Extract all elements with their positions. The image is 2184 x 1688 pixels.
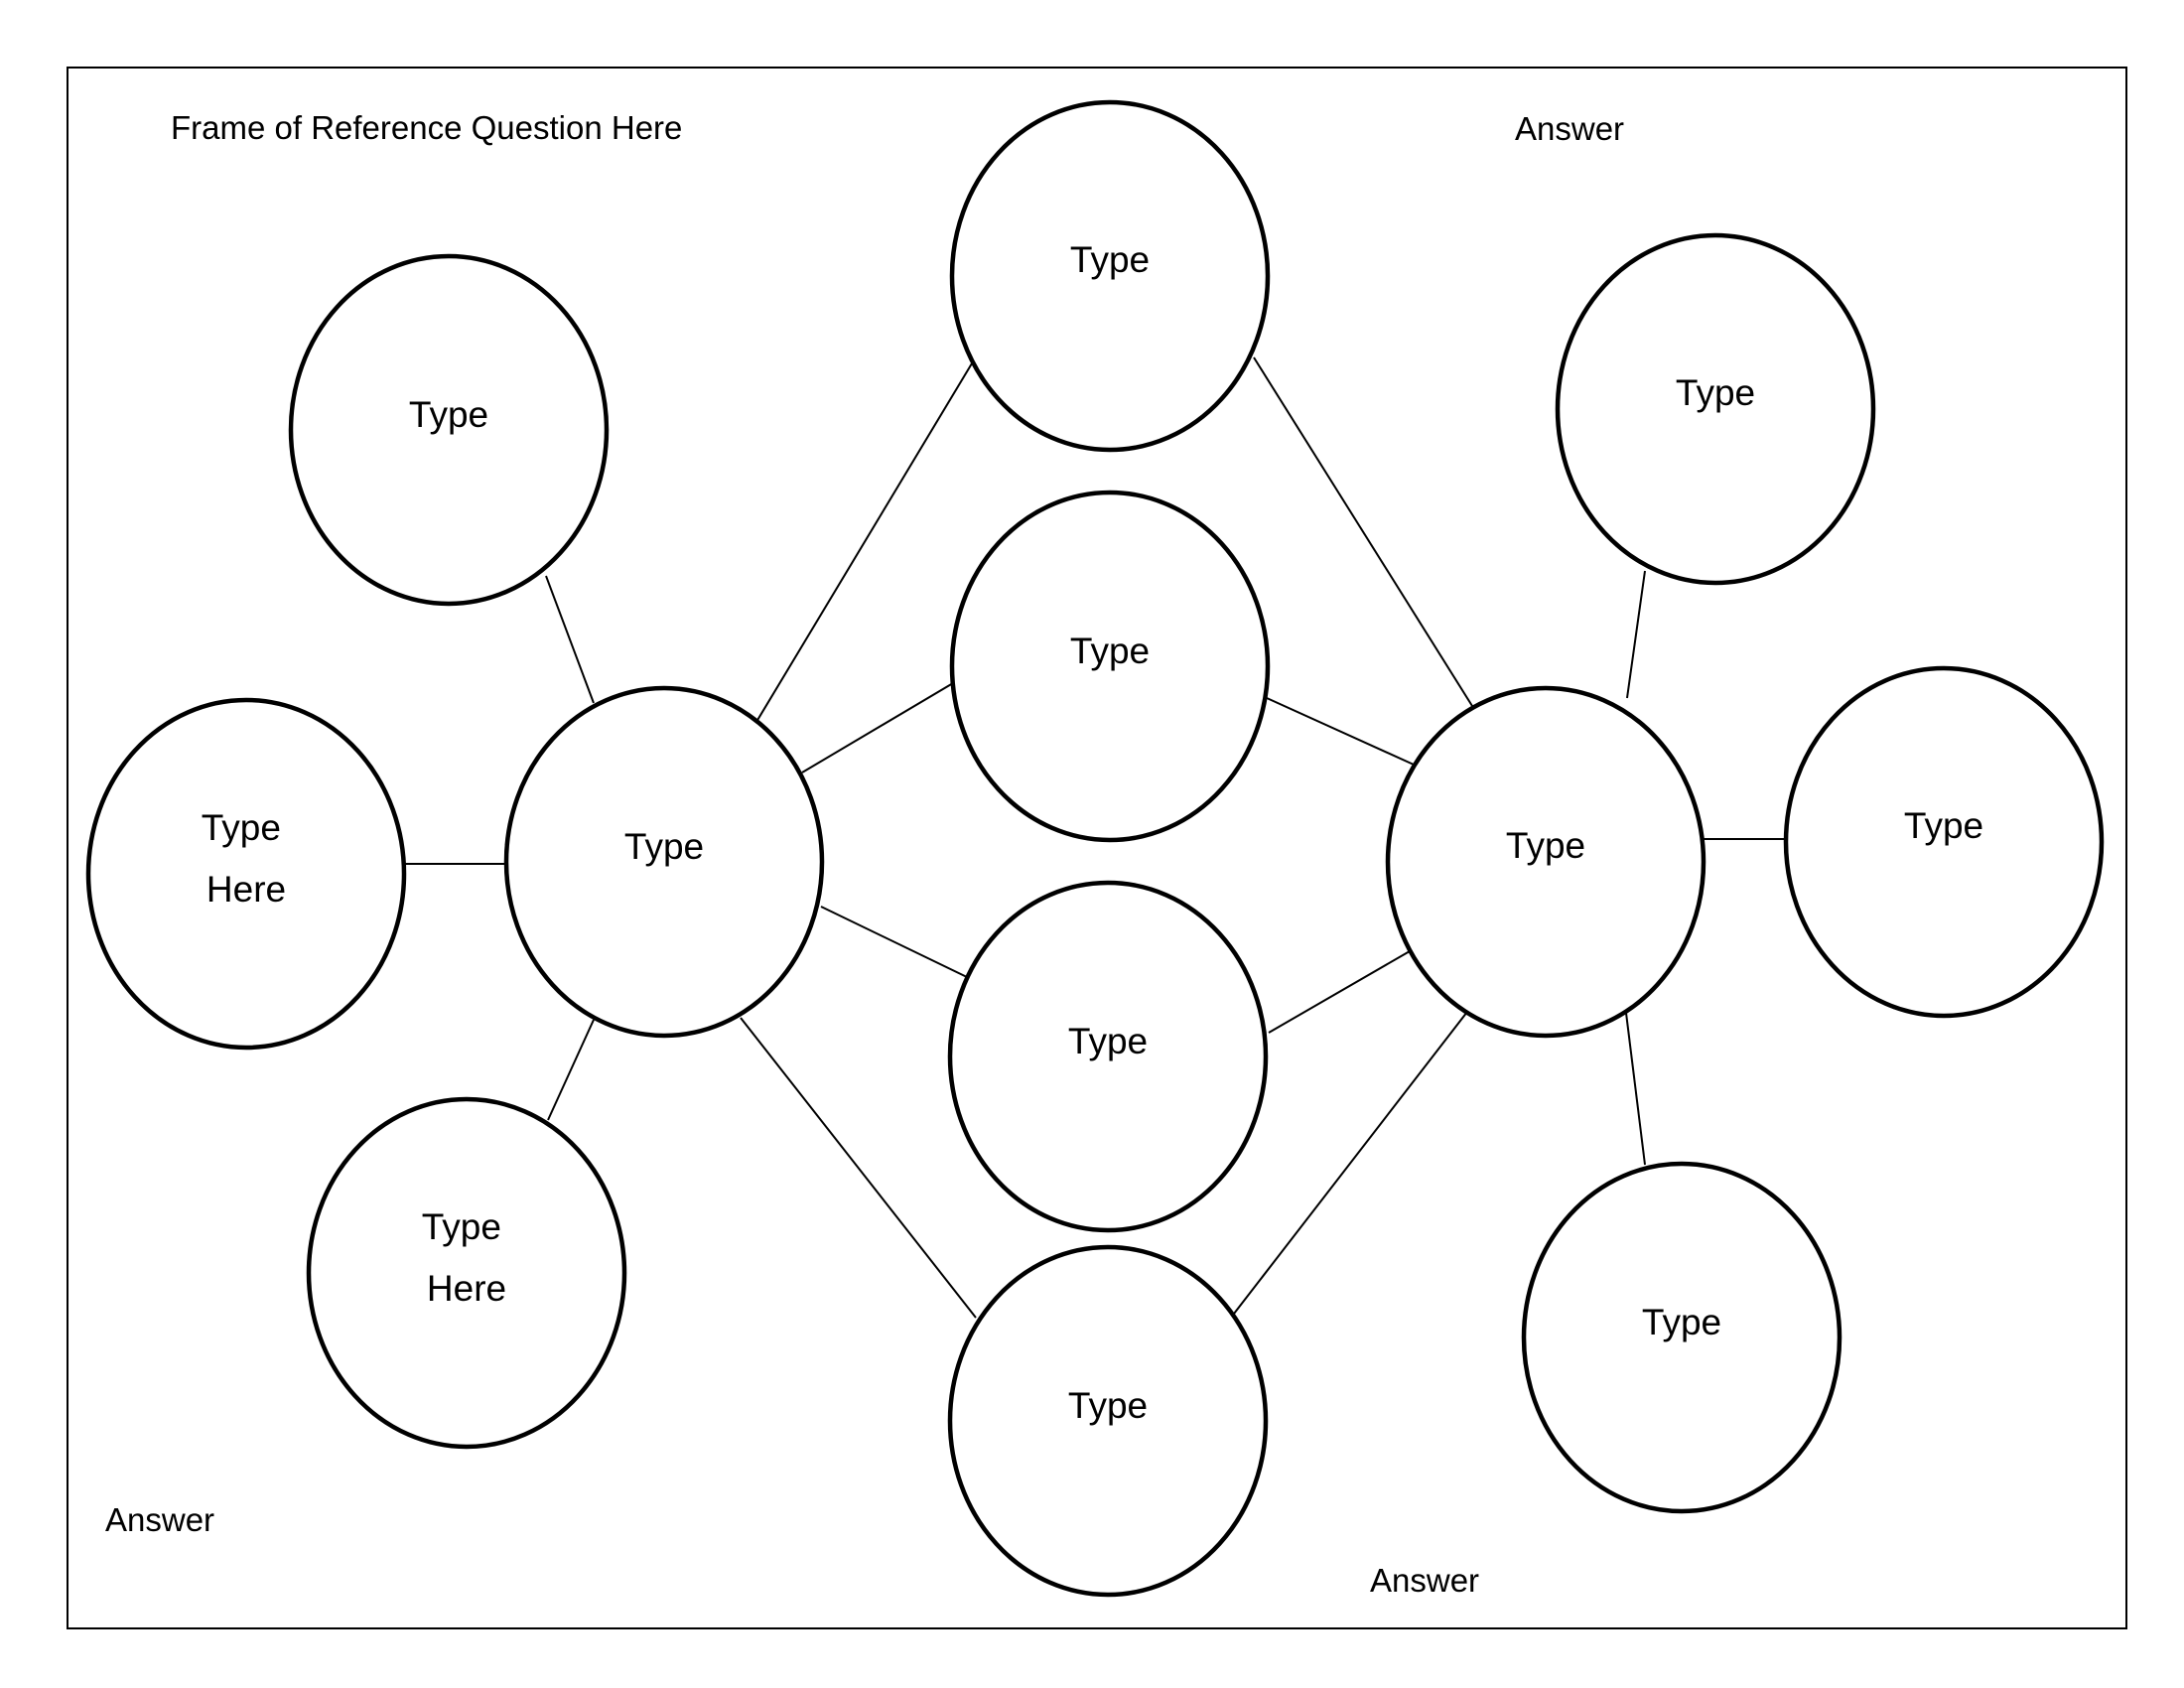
connector-left-hub-to-center-3: [820, 906, 968, 978]
node-left-top-circle: [288, 253, 610, 607]
node-center-4[interactable]: Type: [947, 1244, 1269, 1598]
answer-bottom-left: Answer: [105, 1501, 214, 1538]
node-center-3-circle: [947, 880, 1269, 1233]
node-left-middle[interactable]: Type Here: [85, 697, 407, 1051]
connector-right-hub-to-right-bottom: [1625, 1012, 1646, 1166]
connector-left-hub-to-center-1: [755, 362, 973, 723]
node-left-middle-label-line2: Here: [206, 869, 286, 910]
node-center-2[interactable]: Type: [949, 490, 1271, 843]
node-right-hub-label-line1: Type: [1506, 825, 1585, 866]
node-left-middle-circle: [85, 697, 407, 1051]
node-center-1-label: Type: [1070, 239, 1150, 280]
node-right-top-circle: [1555, 232, 1876, 586]
frame-of-reference-question: Frame of Reference Question Here: [171, 109, 682, 146]
node-left-bottom[interactable]: Type Here: [306, 1096, 627, 1450]
node-center-2-label: Type: [1070, 631, 1150, 671]
connector-right-hub-to-right-top: [1626, 570, 1646, 699]
node-center-3[interactable]: Type: [947, 880, 1269, 1233]
node-right-hub-circle: [1385, 685, 1706, 1039]
node-right-middle-label-line1: Type: [1904, 805, 1983, 846]
node-left-hub-label: Type: [624, 826, 704, 867]
node-left-middle-label: Type Here: [202, 807, 292, 910]
node-left-top-label-line1: Type: [409, 394, 488, 435]
connector-center-1-to-right-hub: [1253, 356, 1473, 707]
node-center-4-label: Type: [1068, 1385, 1148, 1426]
node-center-2-circle: [949, 490, 1271, 843]
node-center-1[interactable]: Type: [949, 99, 1271, 453]
connector-center-4-to-right-hub: [1233, 1011, 1468, 1315]
connector-center-3-to-right-hub: [1268, 950, 1411, 1034]
node-right-hub-label: Type: [1506, 825, 1585, 866]
node-left-bottom-circle: [306, 1096, 627, 1450]
node-right-hub[interactable]: Type: [1385, 685, 1706, 1039]
connector-left-hub-to-center-4: [740, 1017, 977, 1319]
node-left-bottom-label: Type Here: [422, 1206, 512, 1309]
node-center-3-label-line1: Type: [1068, 1021, 1148, 1061]
node-left-hub-circle: [503, 685, 825, 1039]
connector-left-bottom-to-left-hub: [547, 1019, 595, 1121]
node-right-top-label: Type: [1676, 372, 1755, 413]
node-right-bottom[interactable]: Type: [1521, 1161, 1843, 1514]
frame-border: [67, 67, 2127, 1629]
node-right-middle[interactable]: Type: [1783, 665, 2105, 1019]
node-right-top-label-line1: Type: [1676, 372, 1755, 413]
connector-left-top-to-left-hub: [545, 575, 595, 704]
node-right-bottom-label: Type: [1642, 1302, 1721, 1342]
answer-bottom-center: Answer: [1370, 1562, 1479, 1599]
connector-group: [404, 356, 1786, 1319]
node-center-4-label-line1: Type: [1068, 1385, 1148, 1426]
node-center-1-circle: [949, 99, 1271, 453]
node-left-middle-label-line1: Type: [202, 807, 281, 848]
node-left-top-label: Type: [409, 394, 488, 435]
node-right-middle-label: Type: [1904, 805, 1983, 846]
node-right-bottom-label-line1: Type: [1642, 1302, 1721, 1342]
node-center-2-label-line1: Type: [1070, 631, 1150, 671]
node-right-bottom-circle: [1521, 1161, 1843, 1514]
answer-top-right: Answer: [1515, 110, 1624, 147]
node-right-top[interactable]: Type: [1555, 232, 1876, 586]
node-left-hub[interactable]: Type: [503, 685, 825, 1039]
node-right-middle-circle: [1783, 665, 2105, 1019]
node-center-3-label: Type: [1068, 1021, 1148, 1061]
connector-center-2-to-right-hub: [1266, 697, 1415, 766]
node-left-hub-label-line1: Type: [624, 826, 704, 867]
node-left-bottom-label-line2: Here: [427, 1268, 506, 1309]
connector-left-hub-to-center-2: [801, 682, 954, 774]
node-left-bottom-label-line1: Type: [422, 1206, 501, 1247]
node-center-1-label-line1: Type: [1070, 239, 1150, 280]
node-left-top[interactable]: Type: [288, 253, 610, 607]
node-center-4-circle: [947, 1244, 1269, 1598]
